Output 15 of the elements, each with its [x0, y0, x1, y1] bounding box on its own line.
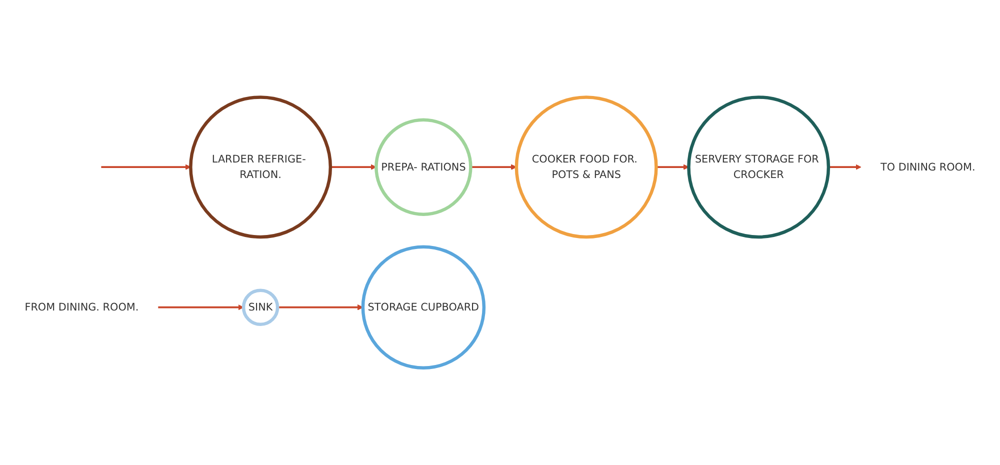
node-circle: PREPA- RATIONS: [374, 118, 472, 216]
arrow: [330, 164, 376, 170]
arrow: [278, 304, 364, 310]
node-circle: SERVERY STORAGE FOR CROCKER: [687, 96, 830, 239]
node-circle: COOKER FOOD FOR. POTS & PANS: [514, 96, 658, 239]
arrow: [101, 164, 191, 170]
node-text: FROM DINING. ROOM.: [24, 300, 139, 314]
arrow: [470, 164, 517, 170]
arrow: [828, 164, 862, 170]
node-text: TO DINING ROOM.: [880, 160, 976, 173]
node-circle: SINK: [242, 288, 280, 326]
arrow: [656, 164, 689, 170]
node-circle: STORAGE CUPBOARD: [361, 245, 486, 370]
arrow: [158, 304, 244, 310]
node-circle: LARDER REFRIGE- RATION.: [189, 96, 332, 239]
